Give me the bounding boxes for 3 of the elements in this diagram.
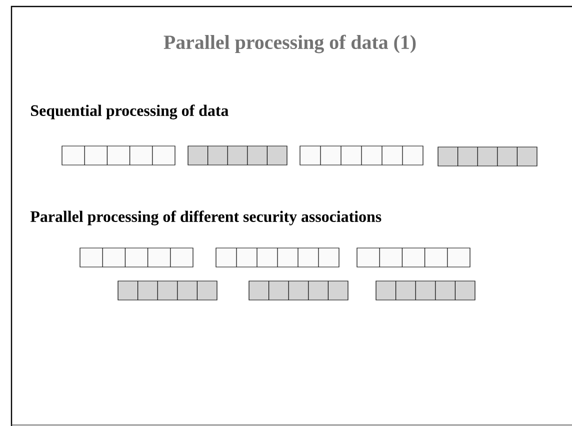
section-heading: Parallel processing of different security associations xyxy=(30,210,382,226)
section-heading: Sequential processing of data xyxy=(31,104,228,120)
slide-title: Parallel processing of data (1) xyxy=(164,34,416,54)
